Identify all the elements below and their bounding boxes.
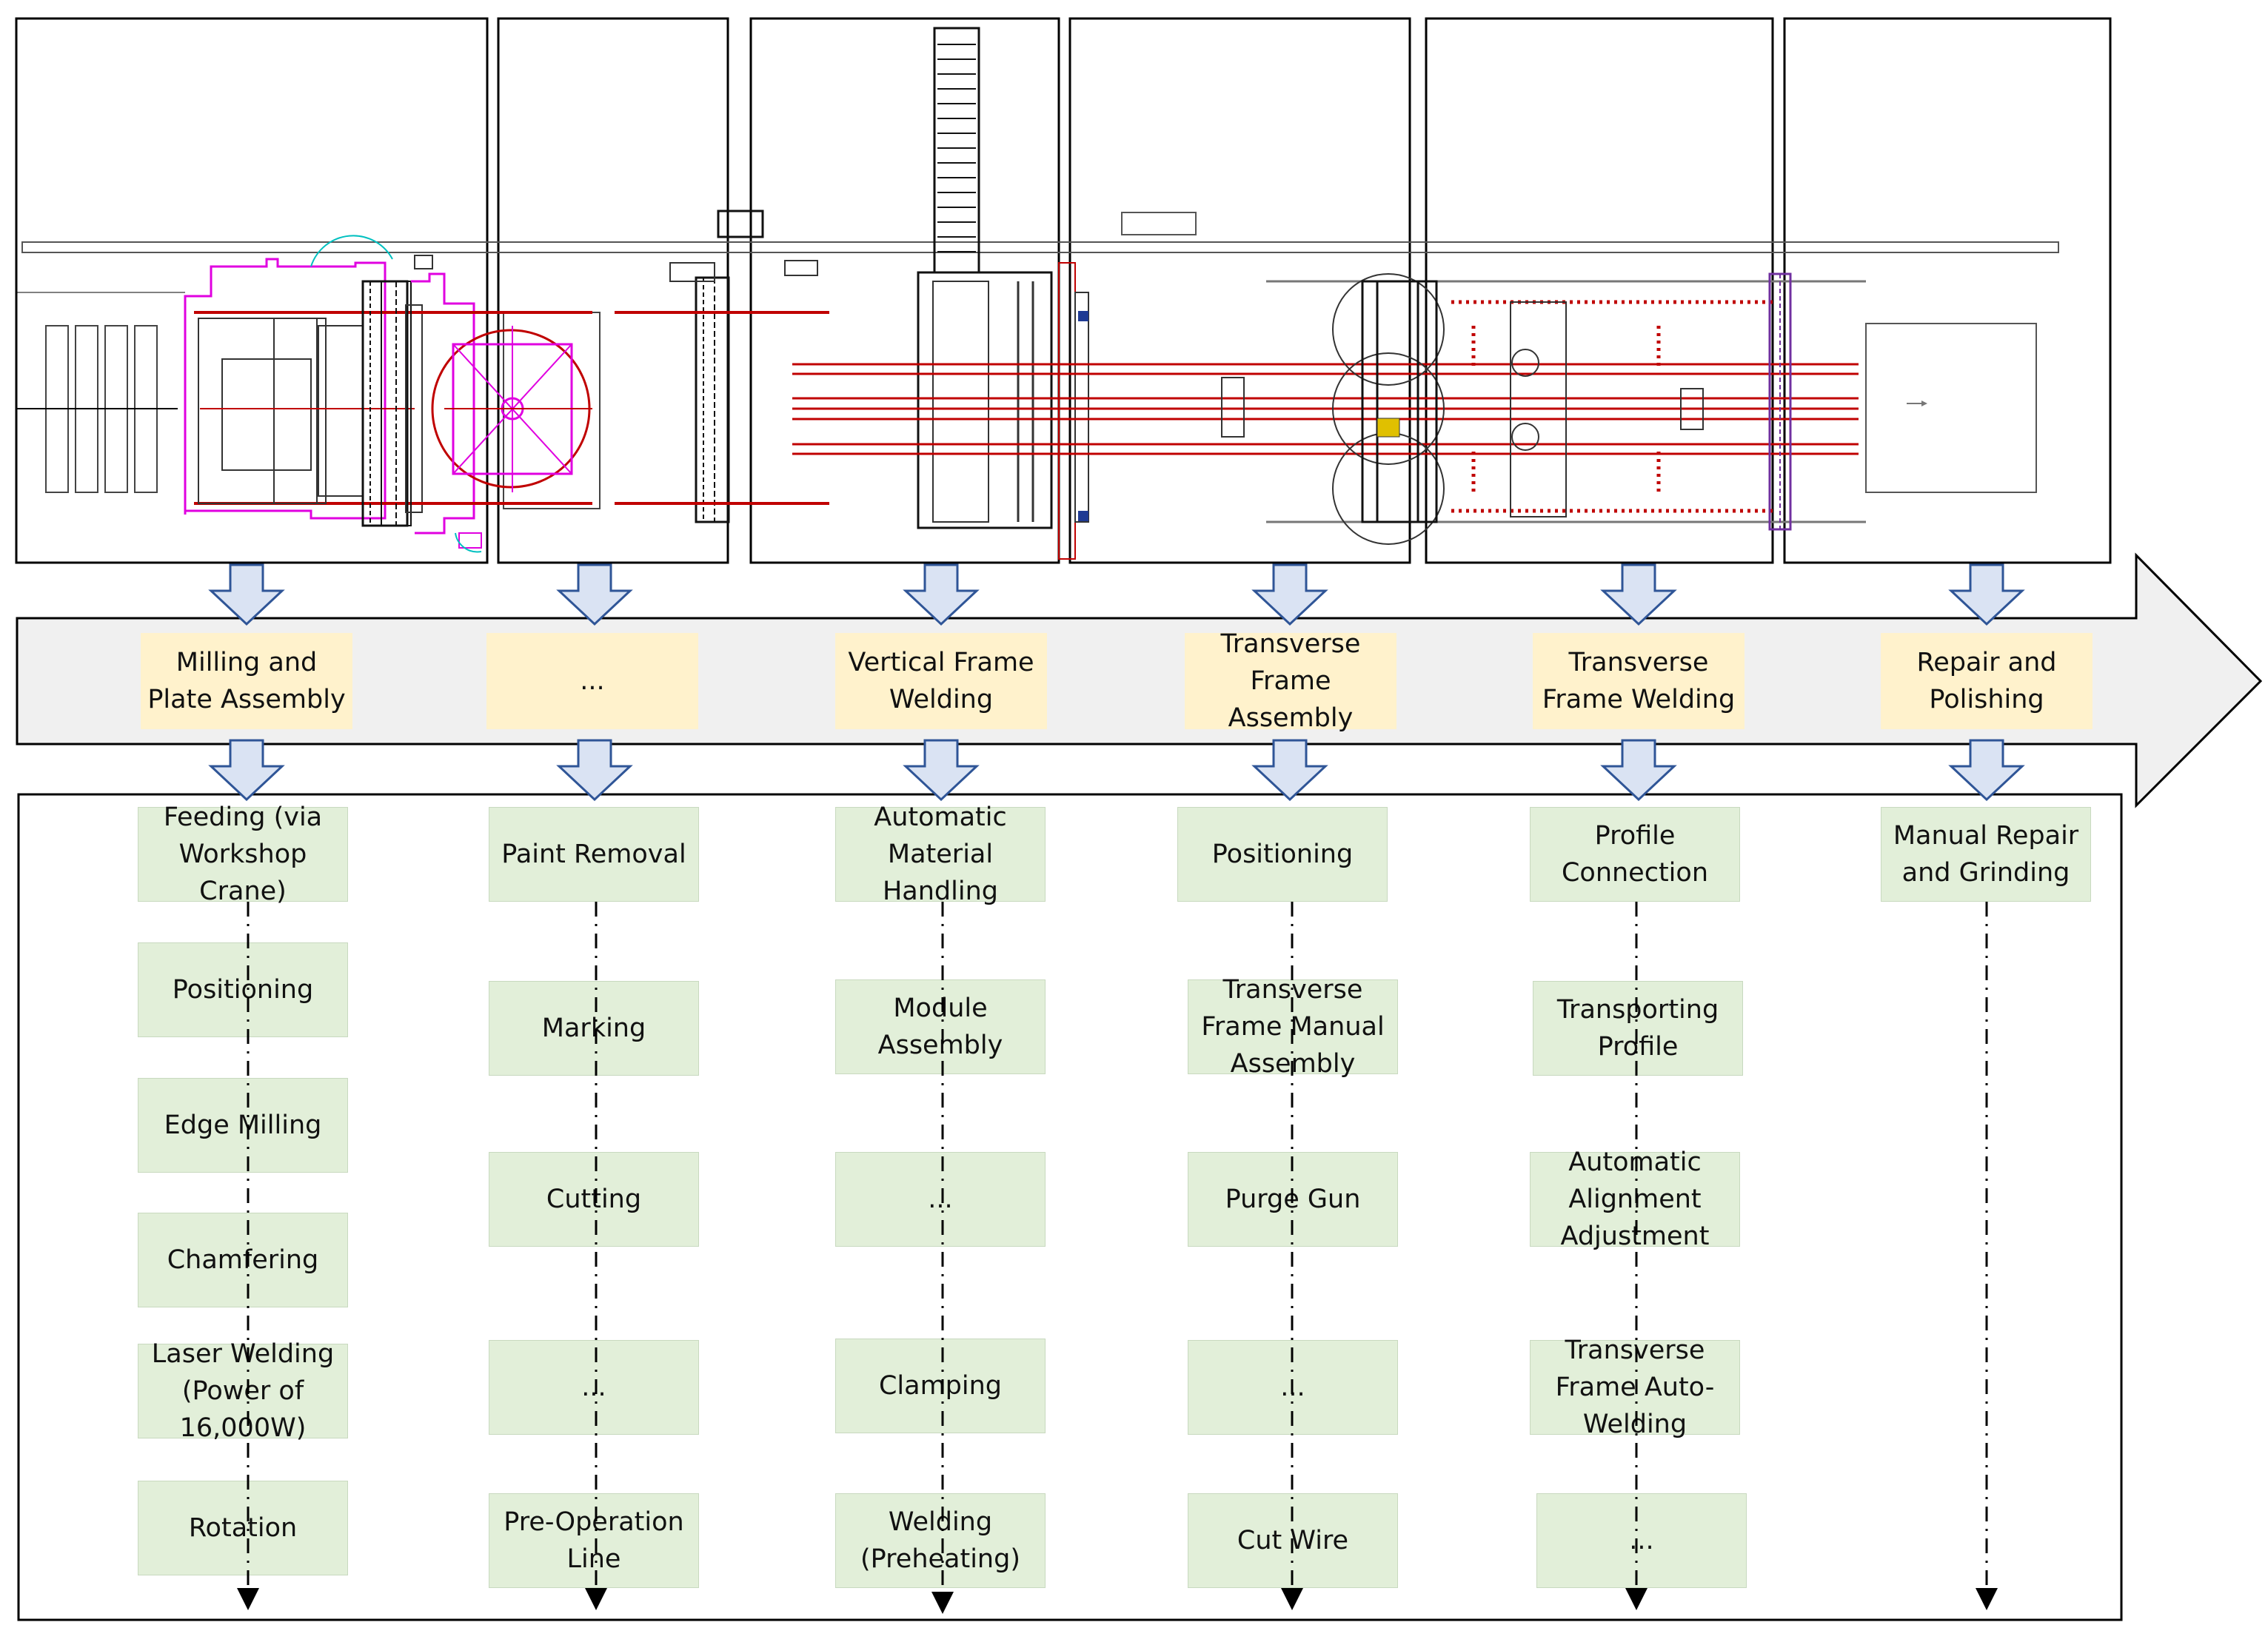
step-positioning: Positioning <box>138 942 348 1037</box>
cad-panel-5 <box>1425 17 1774 564</box>
step-module-assembly: Module Assembly <box>835 979 1046 1074</box>
transverse-assembly-station <box>1121 212 1866 545</box>
step-automatic-material-handling: Automatic Material Handling <box>835 803 1046 906</box>
step-rotation: Rotation <box>138 1481 348 1575</box>
step-ellipsis: ... <box>1188 1340 1398 1435</box>
cad-panel-4 <box>1068 17 1411 564</box>
step-purge-gun: Purge Gun <box>1188 1152 1398 1247</box>
step-paint-removal: Paint Removal <box>489 807 699 902</box>
step-welding-preheating: Welding (Preheating) <box>835 1493 1046 1588</box>
step-transverse-frame-manual-assembly: Transverse Frame Manual Assembly <box>1188 975 1398 1079</box>
step-marking: Marking <box>489 981 699 1076</box>
turntable-station <box>415 210 829 523</box>
step-transporting-profile: Transporting Profile <box>1533 981 1743 1076</box>
step-laser-welding: Laser Welding (Power of 16,000W) <box>138 1339 348 1443</box>
cad-layout-drawing <box>15 17 2112 564</box>
step-edge-milling: Edge Milling <box>138 1078 348 1173</box>
step-ellipsis: ... <box>489 1340 699 1435</box>
step-cutting: Cutting <box>489 1152 699 1247</box>
step-manual-repair-grinding: Manual Repair and Grinding <box>1881 807 2091 902</box>
cad-panel-3 <box>749 17 1060 564</box>
step-transverse-frame-auto-welding: Transverse Frame Auto-Welding <box>1530 1336 1740 1439</box>
cad-panel-frames <box>15 17 2112 564</box>
vertical-welding-station <box>784 27 1859 560</box>
step-pre-operation-line: Pre-Operation Line <box>489 1493 699 1588</box>
milling-station <box>184 235 482 553</box>
stage-vertical-frame-welding: Vertical Frame Welding <box>835 633 1047 729</box>
cad-panel-2 <box>497 17 729 564</box>
output-area <box>1865 323 2037 493</box>
step-ellipsis: ... <box>835 1152 1046 1247</box>
step-clamping: Clamping <box>835 1339 1046 1433</box>
cad-panel-6 <box>1783 17 2112 564</box>
step-automatic-alignment-adjustment: Automatic Alignment Adjustment <box>1530 1148 1740 1251</box>
stage-repair-polishing: Repair and Polishing <box>1881 633 2093 729</box>
step-positioning: Positioning <box>1177 807 1388 902</box>
step-chamfering: Chamfering <box>138 1213 348 1307</box>
step-cut-wire: Cut Wire <box>1188 1493 1398 1588</box>
cad-panel-1 <box>15 17 489 564</box>
stage-milling-plate-assembly: Milling and Plate Assembly <box>141 633 352 729</box>
stage-ellipsis: ... <box>486 633 698 729</box>
transverse-welding-station <box>1451 272 1792 531</box>
block-arrows-bottom <box>210 739 2024 801</box>
step-ellipsis: ... <box>1536 1493 1747 1588</box>
stage-transverse-frame-welding: Transverse Frame Welding <box>1533 633 1745 729</box>
stage-transverse-frame-assembly: Transverse Frame Assembly <box>1185 629 1396 733</box>
step-profile-connection: Profile Connection <box>1530 807 1740 902</box>
overhead-rail <box>21 241 2059 253</box>
step-feeding: Feeding (via Workshop Crane) <box>138 803 348 906</box>
